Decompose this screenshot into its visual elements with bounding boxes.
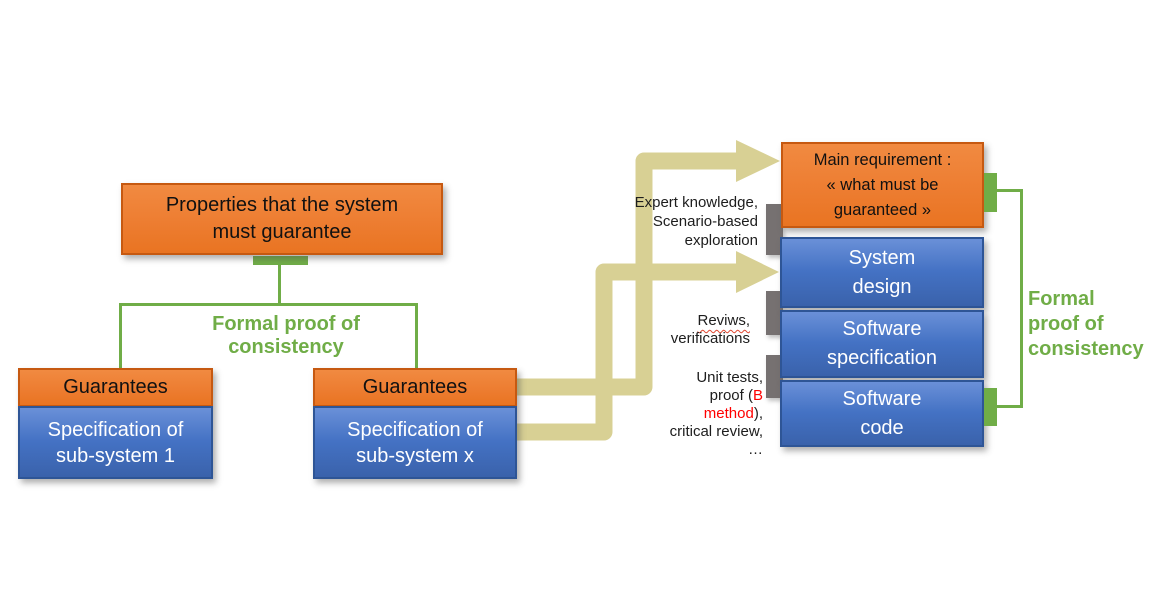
- formal-proof-right-label: Formal proof of consistency: [1028, 288, 1144, 360]
- subsystem-x-label: Specification of sub-system x: [347, 418, 483, 467]
- subsystem-1-body: Specification of sub-system 1: [18, 406, 213, 479]
- main-requirement-box: Main requirement : « what must be guaran…: [781, 142, 984, 228]
- reviews-misspelled-word: Reviws,: [697, 312, 750, 329]
- unit-tests-text: Unit tests, proof (: [696, 369, 763, 404]
- main-requirement-label: Main requirement : « what must be guaran…: [813, 150, 952, 219]
- subsystem-x-guarantees-header: Guarantees: [313, 368, 517, 407]
- flow-arrowhead-design: [736, 251, 779, 293]
- system-design-box: System design: [780, 237, 984, 308]
- subsystem-1-guarantees-header: Guarantees: [18, 368, 213, 407]
- guarantees-label: Guarantees: [63, 376, 168, 398]
- subsystem-1-card: Guarantees Specification of sub-system 1: [18, 368, 213, 479]
- connector-horizontal: [119, 303, 418, 306]
- software-specification-box: Software specification: [780, 310, 984, 378]
- connector-stub-bar: [253, 256, 308, 265]
- connector-vertical-top: [278, 265, 281, 305]
- guarantees-label: Guarantees: [362, 376, 468, 398]
- software-code-label: Software code: [842, 387, 922, 439]
- gray-connector-specification-code: [766, 355, 783, 398]
- unit-tests-label: Unit tests, proof (B method), critical r…: [600, 351, 763, 459]
- verifications-word: verifications: [670, 330, 750, 347]
- properties-box: Properties that the system must guarante…: [121, 183, 443, 255]
- subsystem-1-label: Specification of sub-system 1: [47, 418, 184, 467]
- reviews-verifications-label: Reviws, verifications: [610, 294, 750, 348]
- expert-knowledge-label: Expert knowledge, Scenario-based explora…: [634, 194, 758, 249]
- subsystem-x-card: Guarantees Specification of sub-system x: [313, 368, 517, 479]
- bracket-bar-top: [984, 173, 997, 212]
- flow-arrowhead-requirement: [736, 140, 780, 182]
- formal-proof-left-label: Formal proof of consistency: [212, 313, 360, 358]
- gray-connector-design-specification: [766, 291, 783, 335]
- system-design-label: System design: [848, 246, 916, 298]
- bracket-bar-bottom: [984, 388, 997, 426]
- consistency-bracket: [995, 189, 1023, 408]
- gray-connector-requirement-design: [766, 204, 783, 255]
- connector-vertical-right: [415, 306, 418, 368]
- software-code-box: Software code: [780, 380, 984, 447]
- properties-box-label: Properties that the system must guarante…: [165, 194, 399, 243]
- software-specification-label: Software specification: [826, 318, 938, 369]
- b-method-red-text: B method: [703, 387, 763, 422]
- connector-vertical-left: [119, 306, 122, 368]
- subsystem-x-body: Specification of sub-system x: [313, 406, 517, 479]
- critical-review-text: ), critical review, …: [669, 405, 763, 458]
